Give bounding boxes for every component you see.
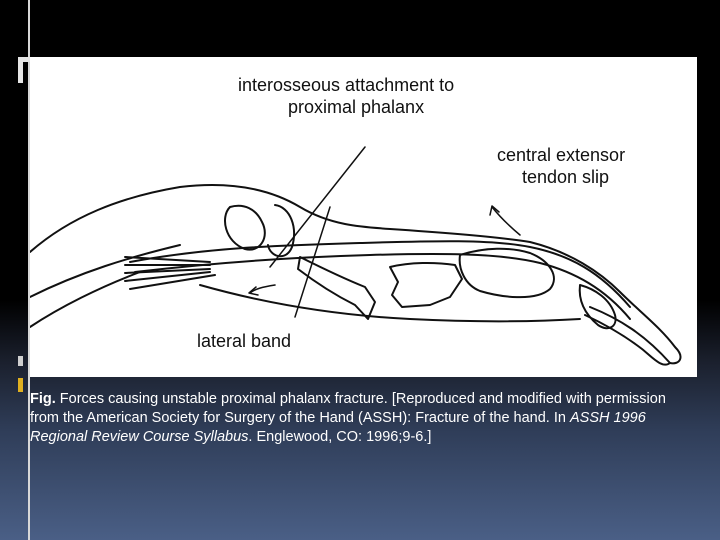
bullet-marker-yellow [18,378,23,392]
figure-caption: Fig. Forces causing unstable proximal ph… [30,390,690,447]
finger-anatomy-figure: interosseous attachment to proximal phal… [30,57,697,377]
label-interosseous-line2: proximal phalanx [288,97,424,117]
label-central-extensor-line2: tendon slip [522,167,609,187]
dorsal-skin-outline [30,184,682,365]
lateral-band-leader-line [294,206,331,318]
distal-phalanx [578,284,617,330]
metacarpal-head [224,204,266,251]
lateral-band [134,252,631,320]
caption-text-part2: . Englewood, CO: 1996;9-6.] [248,429,432,445]
interosseous-muscle [124,256,216,290]
label-lateral-band: lateral band [197,331,291,351]
extensor-tendon [129,240,631,308]
volar-skin-outline [30,244,181,328]
caption-prefix: Fig. [30,391,56,407]
finger-diagram: interosseous attachment to proximal phal… [30,75,682,366]
caption-source-title: ASSH 1996 Regional Review Course Syllabu… [30,410,646,445]
lateral-band-arrow [249,284,276,294]
slide-corner-bracket [18,57,30,83]
central-extensor-arrow [491,206,521,236]
label-central-extensor-line1: central extensor [497,145,625,165]
middle-phalanx [458,247,555,299]
proximal-phalanx-fragment-1 [297,256,376,320]
proximal-phalanx-fragment-2 [389,261,463,308]
proximal-phalanx-base [267,204,295,258]
interosseous-leader-line [269,146,366,268]
caption-text-part1: Forces causing unstable proximal phalanx… [30,391,666,426]
label-interosseous-line1: interosseous attachment to [238,75,454,95]
left-vertical-rule [28,0,30,540]
flexor-outline [199,284,581,323]
bullet-marker-white [18,356,23,366]
